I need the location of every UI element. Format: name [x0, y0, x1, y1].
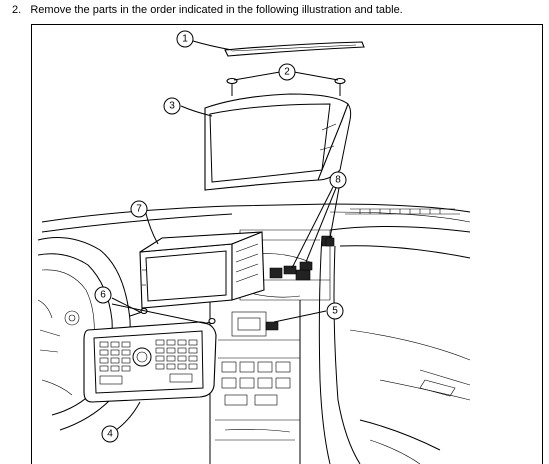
- callout-6-label: 6: [100, 290, 106, 301]
- leader-lines: [111, 40, 340, 431]
- part-2-screws: [226, 77, 346, 96]
- callout-7-label: 7: [136, 204, 142, 215]
- part-3-display-hood: [204, 93, 352, 191]
- part-8-connectors: [283, 237, 335, 275]
- illustration-frame: [31, 24, 543, 464]
- callout-3: 3: [163, 97, 181, 115]
- step-number: 2.: [12, 4, 22, 16]
- callout-1: 1: [176, 30, 194, 48]
- part-4-climate-control-panel: [83, 321, 217, 403]
- instruction-step: 2. Remove the parts in the order indicat…: [12, 4, 403, 17]
- callout-6: 6: [94, 286, 112, 304]
- step-text: Remove the parts in the order indicated …: [30, 4, 403, 16]
- callout-7: 7: [130, 200, 148, 218]
- callout-2-label: 2: [284, 67, 290, 78]
- callout-4: 4: [101, 425, 119, 443]
- callout-1-label: 1: [182, 34, 188, 45]
- callout-3-label: 3: [169, 101, 175, 112]
- callout-4-label: 4: [107, 429, 113, 440]
- callout-8: 8: [329, 171, 347, 189]
- callout-2: 2: [278, 63, 296, 81]
- part-6-screws-lower: [129, 307, 216, 327]
- callout-5-label: 5: [332, 306, 338, 317]
- part-1-bezel-strip: [224, 41, 365, 57]
- callout-5: 5: [326, 302, 344, 320]
- callout-8-label: 8: [335, 175, 341, 186]
- part-7-radio-display-unit: [139, 231, 265, 309]
